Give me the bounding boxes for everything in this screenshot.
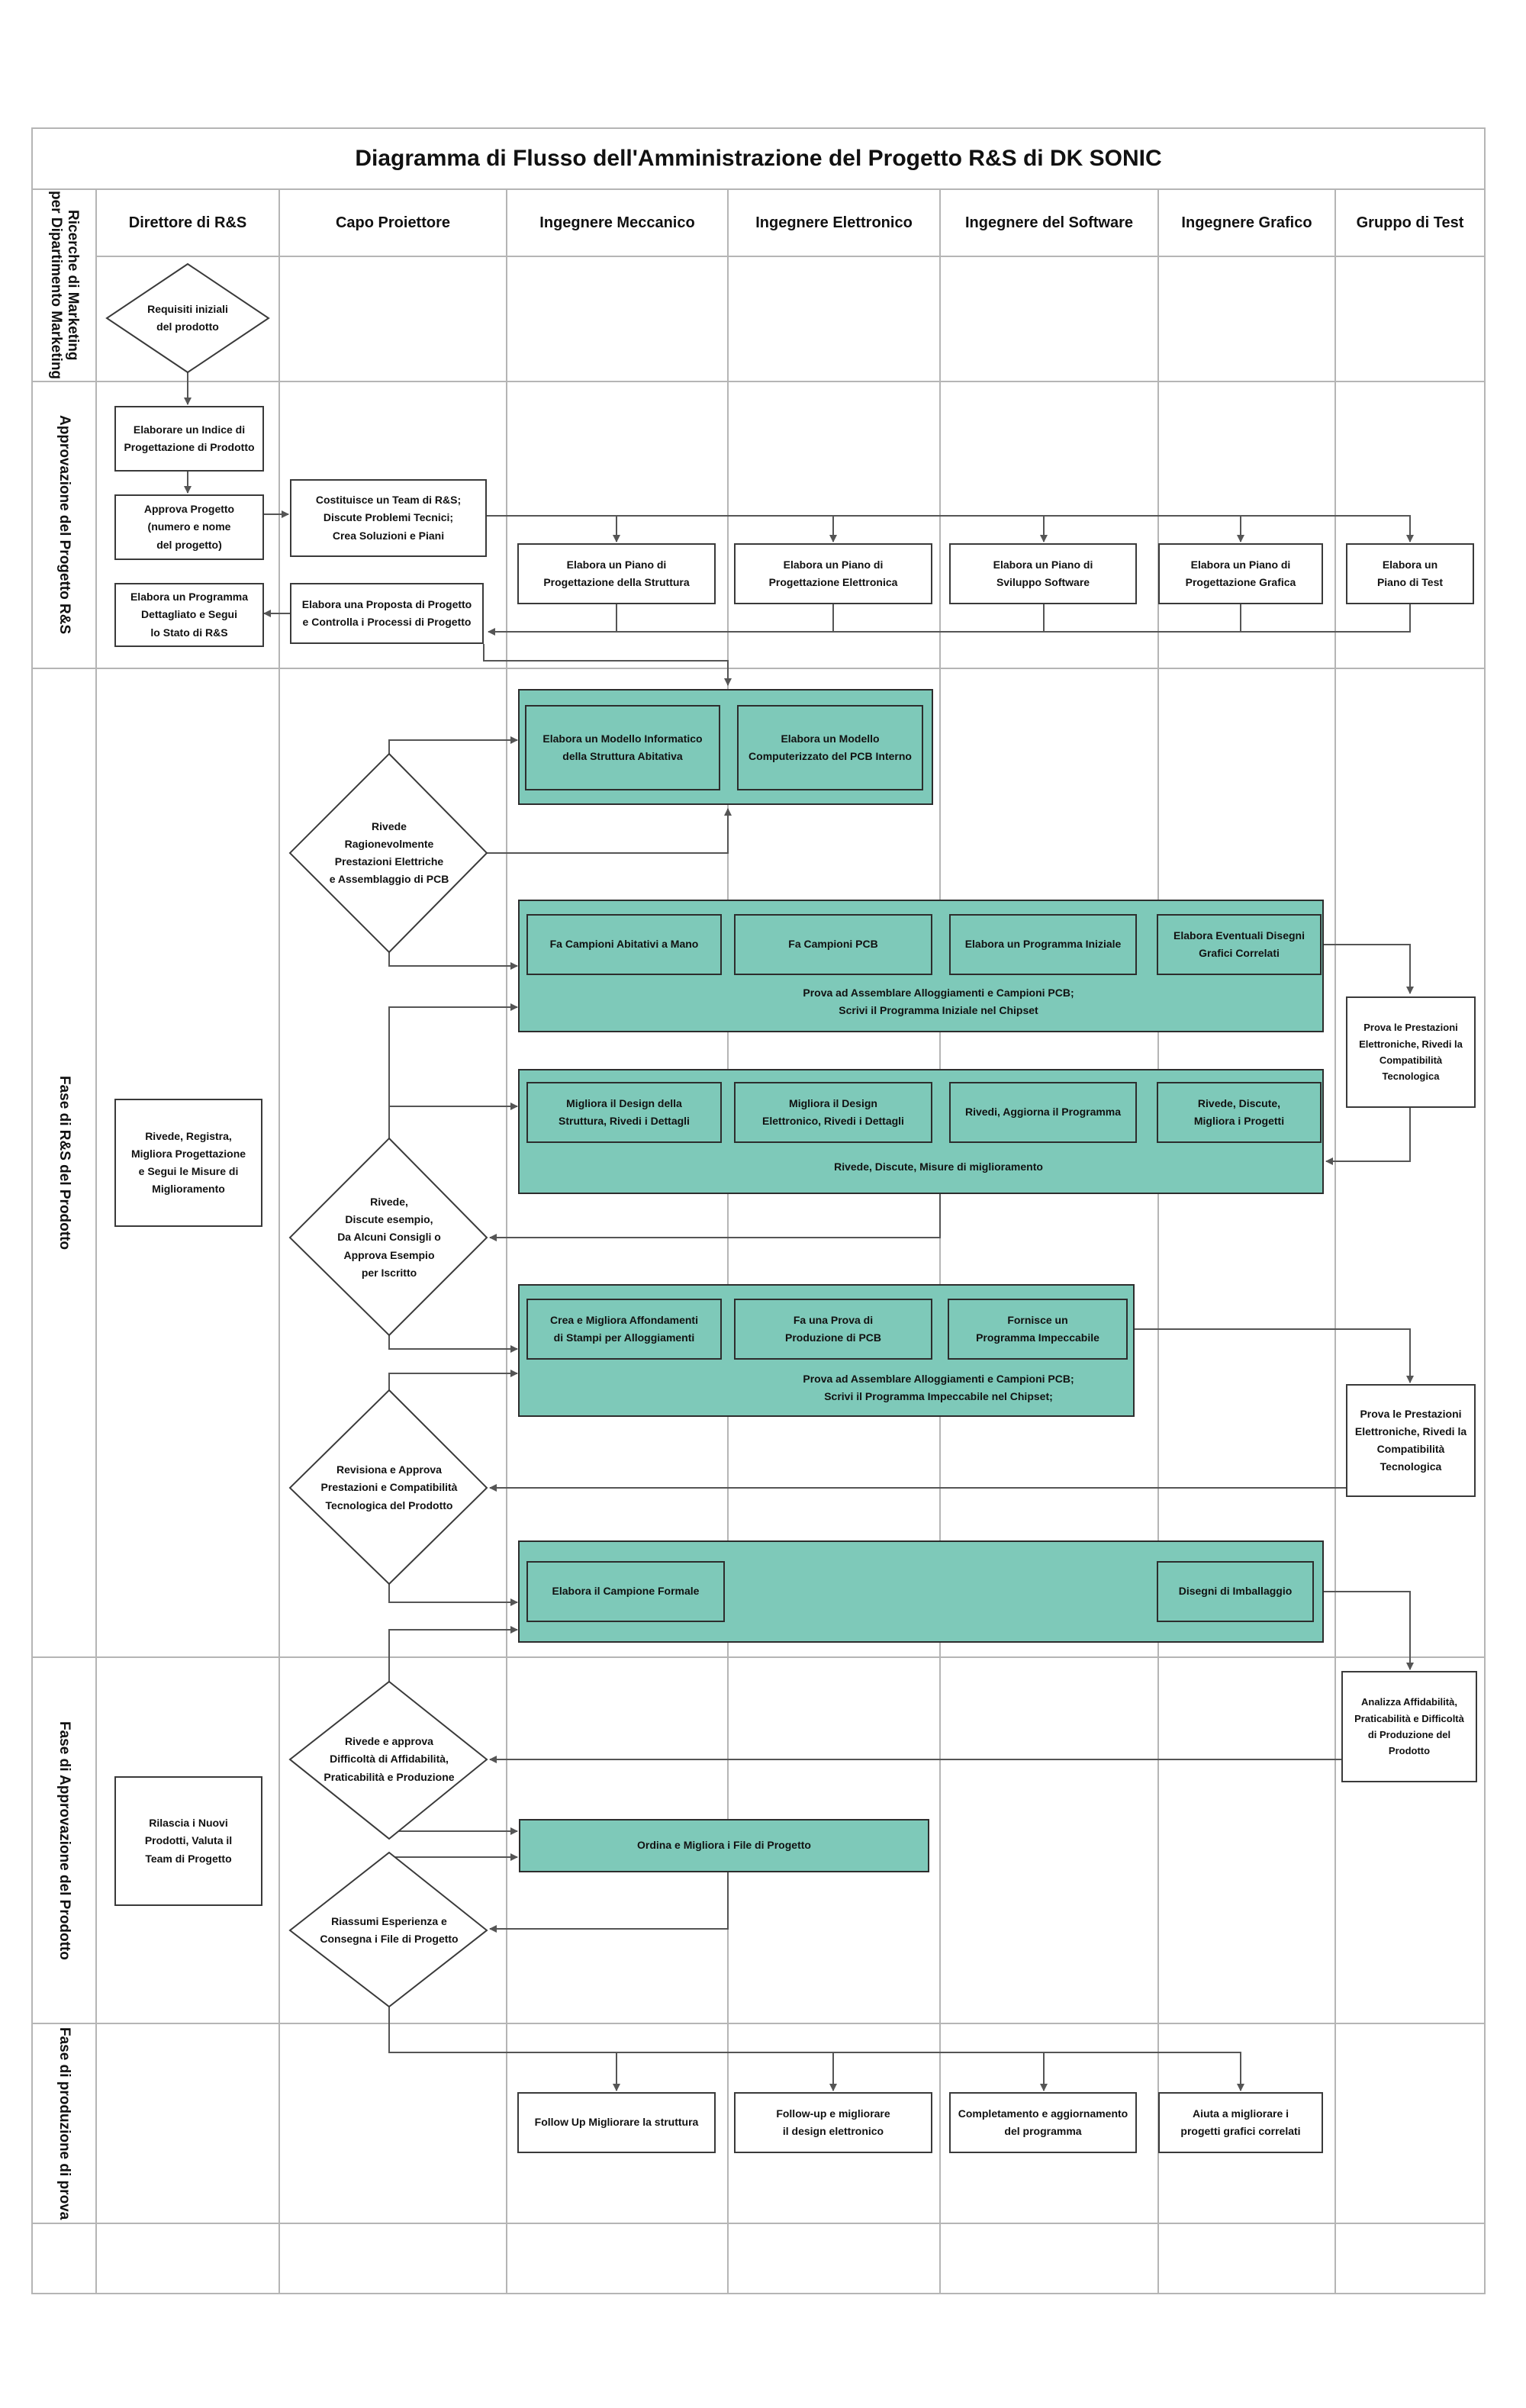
decision-rivede-approva-text: Rivede e approva Difficoltà di Affidabil… [324,1735,455,1783]
column-header: Ingegnere Grafico [1181,214,1312,231]
task-rivedi-programma: Rivedi, Aggiorna il Programma [949,1082,1137,1143]
decision-requisiti [105,262,270,374]
lane-label: Fase di Approvazione del Prodotto [56,1721,72,1960]
column-header: Ingegnere del Software [964,214,1134,231]
decision-requisiti-text: Requisiti iniziali del prodotto [147,302,228,333]
task-disegni-grafici: Elabora Eventuali Disegni Grafici Correl… [1157,914,1322,975]
task-programma-iniziale: Elabora un Programma Iniziale [949,914,1137,975]
page-title: Diagramma di Flusso dell'Amministrazione… [355,146,1162,171]
grid [31,127,1486,2294]
decision-rivede-prestazioni-text: Rivede Ragionevolmente Prestazioni Elett… [329,819,449,886]
task-migliora-elettronico: Migliora il Design Elettronico, Rivedi i… [734,1082,932,1143]
decision-rivede-esempio-text: Rivede, Discute esempio, Da Alcuni Consi… [337,1196,441,1279]
decision-riassumi [288,1851,488,2008]
column-header: Ingegnere Meccanico [539,214,695,231]
panel-label-rivede-misure: Rivede, Discute, Misure di miglioramento [834,1161,1043,1173]
process-prova-prestazioni-2: Prova le Prestazioni Elettroniche, Rived… [1346,1384,1476,1497]
process-follow-struttura: Follow Up Migliorare la struttura [517,2092,716,2153]
task-campioni-mano: Fa Campioni Abitativi a Mano [526,914,722,975]
process-piano-test: Elabora un Piano di Test [1346,543,1474,604]
column-header: Ingegnere Elettronico [755,214,913,231]
task-rivede-progetti: Rivede, Discute, Migliora i Progetti [1157,1082,1322,1143]
process-aiuta-grafici: Aiuta a migliorare i progetti grafici co… [1158,2092,1323,2153]
process-piano-struttura: Elabora un Piano di Progettazione della … [517,543,716,604]
decision-revisiona-text: Revisiona e Approva Prestazioni e Compat… [320,1463,458,1511]
process-prova-prestazioni-1: Prova le Prestazioni Elettroniche, Rived… [1346,996,1476,1108]
process-programma-dettagliato: Elabora un Programma Dettagliato e Segui… [114,583,264,647]
panel-label-assemblare-1: Prova ad Assemblare Alloggiamenti e Camp… [803,986,1074,1016]
task-programma-impeccabile: Fornisce un Programma Impeccabile [948,1299,1128,1360]
process-completamento-programma: Completamento e aggiornamento del progra… [949,2092,1137,2153]
task-migliora-struttura: Migliora il Design della Struttura, Rive… [526,1082,722,1143]
task-ordina-file: Ordina e Migliora i File di Progetto [519,1819,929,1872]
decision-rivede-approva [288,1680,488,1840]
process-piano-elettronica: Elabora un Piano di Progettazione Elettr… [734,543,932,604]
lane-label: Approvazione del Progetto R&S [56,415,72,635]
column-header: Direttore di R&S [128,214,247,231]
process-piano-software: Elabora un Piano di Sviluppo Software [949,543,1137,604]
panel-label-assemblare-2: Prova ad Assemblare Alloggiamenti e Camp… [803,1372,1074,1402]
column-header: Gruppo di Test [1356,214,1464,231]
decision-revisiona [288,1389,488,1585]
process-costituisce-team: Costituisce un Team di R&S; Discute Prob… [290,479,487,557]
task-prova-produzione-pcb: Fa una Prova di Produzione di PCB [734,1299,932,1360]
decisions [105,262,488,2008]
column-header: Capo Proiettore [335,214,451,231]
task-campione-formale: Elabora il Campione Formale [526,1561,725,1622]
process-piano-grafica: Elabora un Piano di Progettazione Grafic… [1158,543,1323,604]
decision-rivede-prestazioni [288,752,488,954]
task-modello-struttura: Elabora un Modello Informatico della Str… [525,705,720,790]
process-proposta-progetto: Elabora una Proposta di Progetto e Contr… [290,583,484,644]
lane-label: Fase di produzione di prova [56,2027,72,2220]
process-rilascia-prodotti: Rilascia i Nuovi Prodotti, Valuta il Tea… [114,1776,262,1906]
process-indice-progettazione: Elaborare un Indice di Progettazione di … [114,406,264,472]
task-stampi-alloggiamenti: Crea e Migliora Affondamenti di Stampi p… [526,1299,722,1360]
process-analizza-affidabilita: Analizza Affidabilità, Praticabilità e D… [1341,1671,1477,1782]
process-follow-elettronico: Follow-up e migliorare il design elettro… [734,2092,932,2153]
task-modello-pcb: Elabora un Modello Computerizzato del PC… [737,705,923,790]
decision-rivede-esempio [288,1137,488,1337]
lane-label: Fase di R&S del Prodotto [56,1075,72,1251]
task-campioni-pcb: Fa Campioni PCB [734,914,932,975]
lane-label: Ricerche di Marketing per Dipartimento M… [48,191,81,380]
decision-riassumi-text: Riassumi Esperienza e Consegna i File di… [320,1914,459,1945]
process-rivede-registra: Rivede, Registra, Migliora Progettazione… [114,1099,262,1227]
process-approva-progetto: Approva Progetto (numero e nome del prog… [114,494,264,560]
task-disegni-imballaggio: Disegni di Imballaggio [1157,1561,1314,1622]
